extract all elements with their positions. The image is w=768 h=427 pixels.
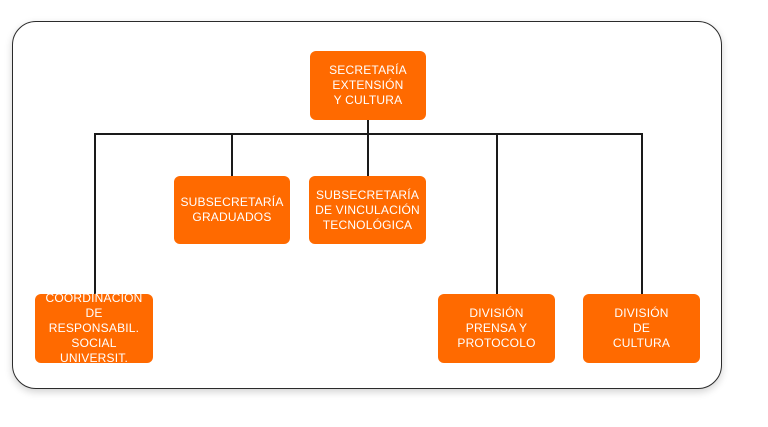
node-label: SUBSECRETARÍA DE VINCULACIÓN TECNOLÓGICA bbox=[315, 187, 420, 232]
node-division-cultura: DIVISIÓN DE CULTURA bbox=[583, 294, 700, 363]
node-label: DIVISIÓN PRENSA Y PROTOCOLO bbox=[457, 306, 536, 350]
node-subsecretaria-vinculacion: SUBSECRETARÍA DE VINCULACIÓN TECNOLÓGICA bbox=[309, 176, 426, 244]
node-label: SECRETARÍA EXTENSIÓN Y CULTURA bbox=[329, 63, 407, 107]
node-label: DIVISIÓN DE CULTURA bbox=[612, 306, 671, 350]
node-label: SUBSECRETARÍA GRADUADOS bbox=[180, 195, 284, 224]
node-label: COORDINACIÓN DE RESPONSABIL. SOCIAL UNIV… bbox=[45, 291, 143, 365]
node-secretaria-extension-cultura: SECRETARÍA EXTENSIÓN Y CULTURA bbox=[310, 51, 426, 120]
node-coordinacion-responsabilidad: COORDINACIÓN DE RESPONSABIL. SOCIAL UNIV… bbox=[35, 291, 153, 365]
node-division-prensa-protocolo: DIVISIÓN PRENSA Y PROTOCOLO bbox=[438, 294, 555, 363]
node-subsecretaria-graduados: SUBSECRETARÍA GRADUADOS bbox=[174, 176, 290, 244]
